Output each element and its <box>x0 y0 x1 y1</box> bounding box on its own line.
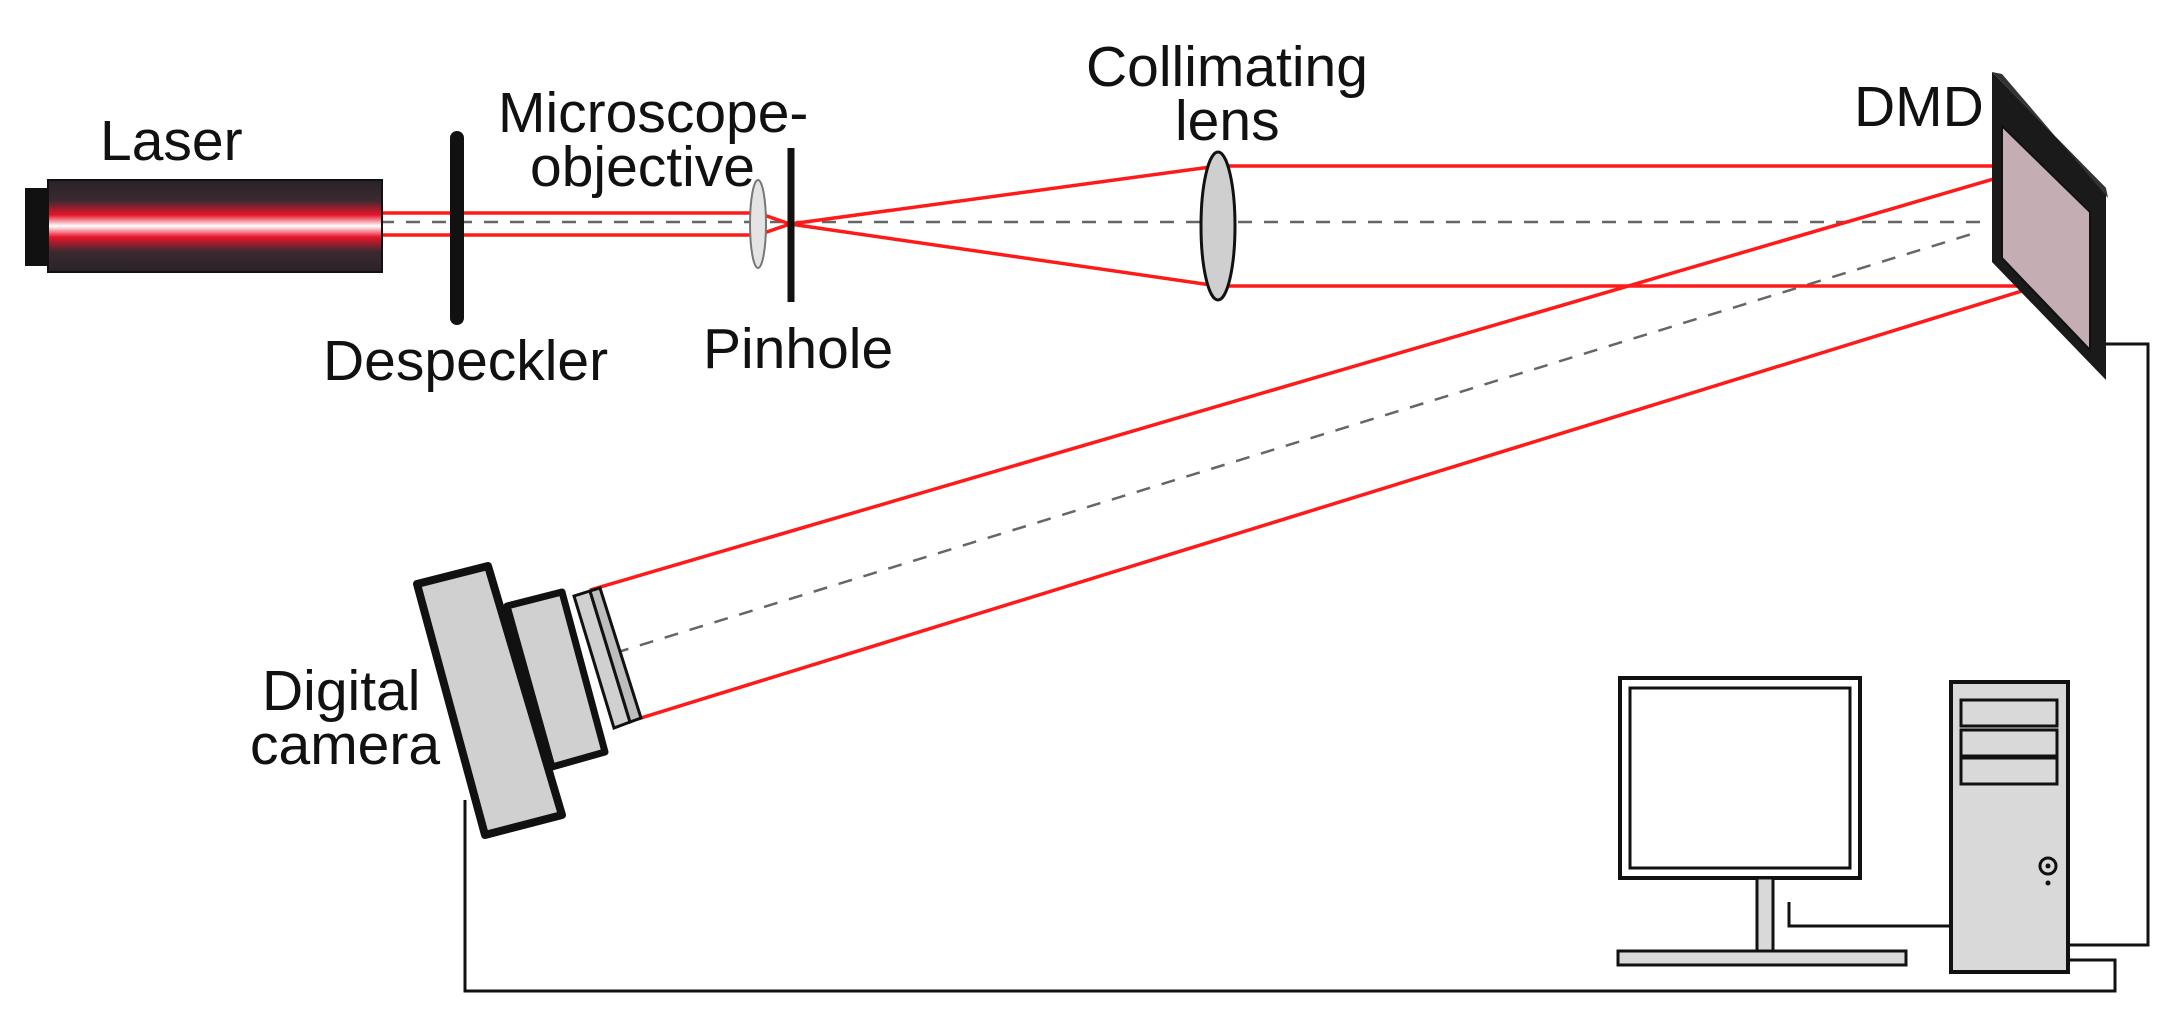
label-microscope-objective-2: objective <box>530 135 755 199</box>
label-pinhole: Pinhole <box>703 317 893 381</box>
label-microscope-objective-1: Microscope- <box>498 81 808 145</box>
label-despeckler: Despeckler <box>323 329 608 393</box>
digital-camera <box>413 562 643 839</box>
laser-beam <box>380 164 2039 724</box>
label-collimating-lens-2: lens <box>1175 89 1280 153</box>
label-collimating-lens-1: Collimating <box>1086 35 1368 99</box>
label-laser: Laser <box>100 109 243 173</box>
connection-cables <box>463 342 2150 993</box>
computer-monitor <box>1616 676 1908 967</box>
label-digital-camera-1: Digital <box>262 659 420 723</box>
optical-axis <box>380 220 2035 655</box>
computer-tower <box>1949 680 2070 974</box>
microscope-objective <box>749 179 767 269</box>
label-dmd: DMD <box>1854 75 1984 139</box>
laser <box>25 179 383 273</box>
collimating-lens <box>1199 150 1237 302</box>
dmd <box>1992 72 2108 380</box>
label-digital-camera-2: camera <box>250 713 440 777</box>
